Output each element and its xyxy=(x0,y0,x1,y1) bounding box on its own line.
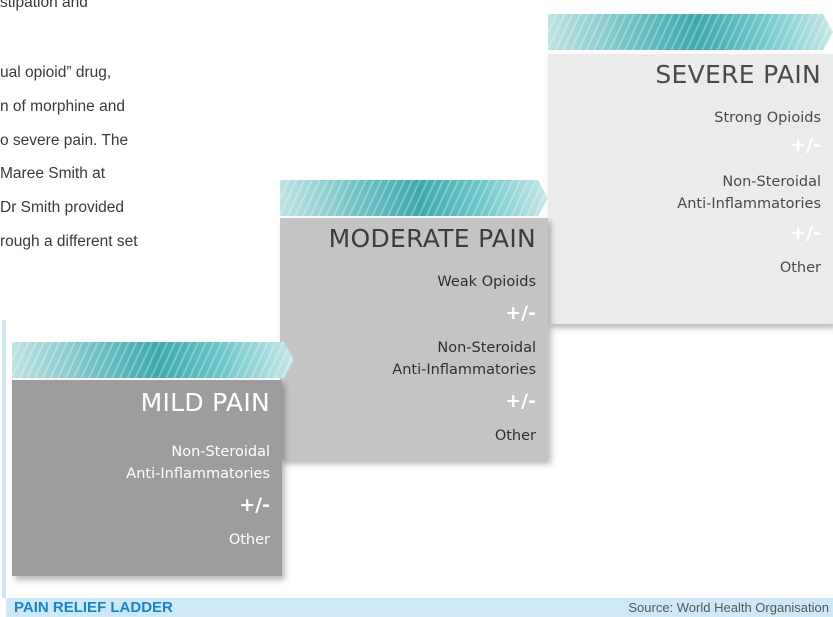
plus-minus: +/- xyxy=(505,390,536,412)
step-box: MODERATE PAIN Weak Opioids +/- Non-Stero… xyxy=(280,218,548,460)
step-band xyxy=(548,14,833,50)
step-title: MILD PAIN xyxy=(140,388,270,417)
step-item: Non-Steroidal xyxy=(722,174,821,190)
step-title: SEVERE PAIN xyxy=(655,60,821,89)
step-item: Anti-Inflammatories xyxy=(126,466,270,482)
step-band xyxy=(12,342,294,378)
step-item: Other xyxy=(228,532,270,548)
step-item: Other xyxy=(494,428,536,444)
step-box: MILD PAIN Non-Steroidal Anti-Inflammator… xyxy=(12,380,282,576)
step-item: Weak Opioids xyxy=(437,274,536,290)
plus-minus: +/- xyxy=(790,134,821,156)
step-item: Anti-Inflammatories xyxy=(392,362,536,378)
step-item: Other xyxy=(779,260,821,276)
article-line: Maree Smith at xyxy=(0,165,106,182)
left-rule xyxy=(2,320,6,598)
step-box: SEVERE PAIN Strong Opioids +/- Non-Stero… xyxy=(548,54,833,324)
article-line: o severe pain. The xyxy=(0,132,129,149)
article-line: stipation and xyxy=(0,0,88,11)
caption-bar: PAIN RELIEF LADDER Source: World Health … xyxy=(6,598,833,617)
figure-caption: PAIN RELIEF LADDER xyxy=(14,599,173,616)
step-item: Strong Opioids xyxy=(714,110,821,126)
step-item: Non-Steroidal xyxy=(437,340,536,356)
article-line: rough a different set xyxy=(0,233,138,250)
article-line: Dr Smith provided xyxy=(0,199,125,216)
source-credit: Source: World Health Organisation xyxy=(628,600,829,615)
article-line: ual opioid” drug, xyxy=(0,64,112,81)
step-item: Anti-Inflammatories xyxy=(677,196,821,212)
plus-minus: +/- xyxy=(239,494,270,516)
article-line: n of morphine and xyxy=(0,98,125,115)
step-title: MODERATE PAIN xyxy=(328,224,536,253)
step-band xyxy=(280,180,548,216)
plus-minus: +/- xyxy=(505,302,536,324)
step-item: Non-Steroidal xyxy=(171,444,270,460)
plus-minus: +/- xyxy=(790,222,821,244)
